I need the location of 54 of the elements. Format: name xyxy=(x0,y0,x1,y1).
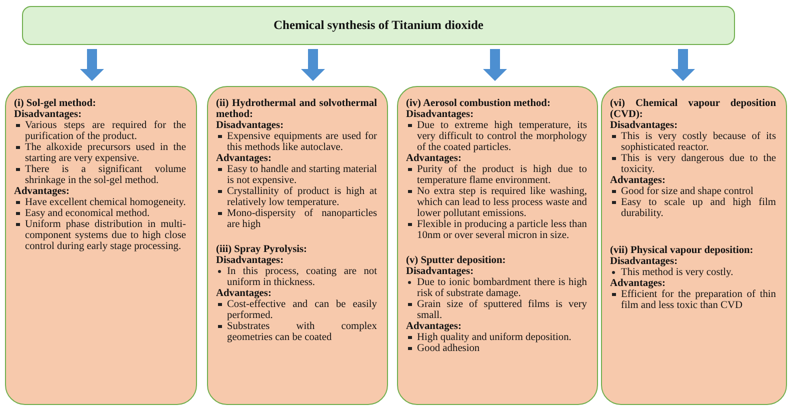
bullet-item: Crystallinity of product is high at relatively low temperature. xyxy=(216,186,377,208)
bullet-item: Uniform phase distribution in multi-component systems due to high close control during early stage processing. xyxy=(14,219,186,252)
section-label: Disadvantages: xyxy=(610,256,679,267)
title-banner xyxy=(22,6,735,45)
section-label: Disadvantages: xyxy=(14,109,83,120)
bullet-item: High quality and uniform deposition. xyxy=(406,332,587,343)
bullet-item: This method is very costly. xyxy=(610,267,776,278)
bullet-item: Good adhesion xyxy=(406,343,587,354)
bullet-item: The alkoxide precursors used in the starting are very expensive. xyxy=(14,142,186,164)
bullet-item: Various steps are required for the purification of the product. xyxy=(14,120,186,142)
section-label: Disadvantages: xyxy=(216,255,285,266)
bullet-item: Have excellent chemical homogeneity. xyxy=(14,197,186,208)
bullet-item: There is a significant volume shrinkage in the sol-gel method. xyxy=(14,164,186,186)
section-label: Advantages: xyxy=(14,186,70,197)
bullet-item: No extra step is required like washing, which can lead to less process waste and lower pollutant emissions. xyxy=(406,186,587,219)
bullet-item: Easy to handle and starting material is not expensive. xyxy=(216,164,377,186)
section-label: Advantages: xyxy=(406,153,462,164)
bullet-item: Expensive equipments are used for this methods like autoclave. xyxy=(216,131,377,153)
method-heading: (iv) Aerosol combustion method: xyxy=(406,98,552,109)
bullet-item: Flexible in producing a particle less than 10nm or over several micron in size. xyxy=(406,219,587,241)
bullet-item: Cost-effective and can be easily performed. xyxy=(216,299,377,321)
bullet-item: Easy and economical method. xyxy=(14,208,186,219)
bullet-item: This is very costly because of its sophisticated reactor. xyxy=(610,131,776,153)
bullet-item: Due to ionic bombardment there is high risk of substrate damage. xyxy=(406,277,587,299)
bullet-item: Mono-dispersity of nanoparticles are high xyxy=(216,208,377,230)
section-label: Disadvantages: xyxy=(406,266,475,277)
bullet-item: This is very dangerous due to the toxicity. xyxy=(610,153,776,175)
method-heading: (ii) Hydrothermal and solvothermal method: xyxy=(216,98,377,120)
method-heading: (vii) Physical vapour deposition: xyxy=(610,245,754,256)
section-label: Disadvantages: xyxy=(610,120,679,131)
bullet-item: In this process, coating are not uniform in thickness. xyxy=(216,266,377,288)
method-card xyxy=(5,86,197,405)
method-heading: (vi) Chemical vapour deposition (CVD): xyxy=(610,98,776,120)
section-label: Advantages: xyxy=(216,153,272,164)
bullet-item: Efficient for the preparation of thin film and less toxic than CVD xyxy=(610,289,776,311)
section-label: Advantages: xyxy=(216,288,272,299)
bullet-item: Easy to scale up and high film durability. xyxy=(610,197,776,219)
bullet-item: Purity of the product is high due to temperature flame environment. xyxy=(406,164,587,186)
bullet-item: Grain size of sputtered films is very small. xyxy=(406,299,587,321)
method-heading: (v) Sputter deposition: xyxy=(406,255,507,266)
bullet-item: Good for size and shape control xyxy=(610,186,776,197)
bullet-item: Substrates with complex geometries can be coated xyxy=(216,321,377,343)
section-label: Advantages: xyxy=(406,321,462,332)
section-label: Advantages: xyxy=(610,278,666,289)
method-heading: (i) Sol-gel method: xyxy=(14,98,97,109)
bullet-item: Due to extreme high temperature, its very difficult to control the morphology of the coated particles. xyxy=(406,120,587,153)
method-card xyxy=(207,86,388,405)
method-card xyxy=(397,86,598,405)
section-label: Disadvantages: xyxy=(406,109,475,120)
method-card xyxy=(601,86,787,405)
section-label: Disadvantages: xyxy=(216,120,285,131)
section-label: Advantages: xyxy=(610,175,666,186)
banner-title: Chemical synthesis of Titanium dioxide xyxy=(274,18,484,33)
method-heading: (iii) Spray Pyrolysis: xyxy=(216,244,308,255)
